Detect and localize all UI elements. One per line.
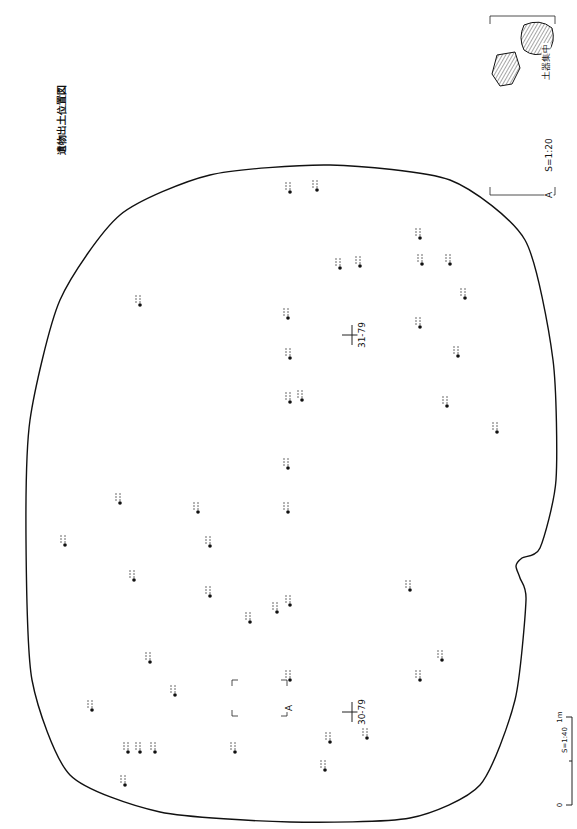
grid-label: 31-79 bbox=[358, 321, 367, 349]
find-spot bbox=[285, 349, 292, 360]
find-spot bbox=[115, 494, 122, 505]
find-spot bbox=[283, 309, 290, 320]
find-spot bbox=[285, 596, 292, 607]
find-spot bbox=[150, 743, 157, 754]
find-spot bbox=[120, 776, 127, 787]
section-bracket bbox=[232, 680, 287, 716]
find-spot bbox=[415, 318, 422, 329]
pit-outline bbox=[26, 165, 557, 822]
find-spot bbox=[193, 503, 200, 514]
scale-text: S=1:20 bbox=[545, 137, 554, 172]
find-spot bbox=[437, 651, 444, 662]
find-spot bbox=[205, 537, 212, 548]
find-spot bbox=[453, 347, 460, 358]
find-spot bbox=[272, 603, 279, 614]
find-spot bbox=[297, 391, 304, 402]
inset-title: 土器集中 bbox=[542, 43, 551, 81]
find-spot bbox=[312, 181, 319, 192]
find-spot bbox=[415, 229, 422, 240]
find-spot bbox=[129, 571, 136, 582]
section-bracket bbox=[490, 16, 555, 24]
section-mark: A bbox=[545, 191, 554, 199]
find-spot bbox=[285, 393, 292, 404]
find-spot bbox=[230, 743, 237, 754]
find-spot bbox=[320, 761, 327, 772]
pottery-sherd bbox=[492, 52, 520, 86]
find-spot bbox=[335, 259, 342, 270]
find-spot bbox=[442, 397, 449, 408]
find-spot bbox=[283, 503, 290, 514]
find-spot bbox=[362, 729, 369, 740]
section-mark: A bbox=[285, 704, 294, 712]
find-spot bbox=[325, 733, 332, 744]
map-title: 遺物出土位置図 bbox=[57, 84, 67, 156]
find-spot bbox=[460, 289, 467, 300]
grid-label: 30-79 bbox=[358, 698, 367, 726]
scale-text: 0 bbox=[557, 802, 564, 808]
find-spot bbox=[415, 671, 422, 682]
find-spot bbox=[87, 701, 94, 712]
find-spot bbox=[285, 671, 292, 682]
scale-text: 1m bbox=[557, 710, 564, 723]
find-spot bbox=[245, 613, 252, 624]
find-spot bbox=[135, 296, 142, 307]
scale-text: S=1:40 bbox=[562, 726, 569, 754]
find-spot bbox=[60, 536, 67, 547]
find-spot bbox=[355, 257, 362, 268]
find-spot bbox=[170, 686, 177, 697]
find-spot bbox=[145, 653, 152, 664]
find-spot bbox=[445, 255, 452, 266]
find-spot bbox=[405, 581, 412, 592]
find-spot bbox=[135, 743, 142, 754]
find-spot bbox=[417, 255, 424, 266]
find-spot bbox=[205, 587, 212, 598]
find-spot bbox=[123, 743, 130, 754]
find-spot bbox=[492, 423, 499, 434]
find-spot bbox=[283, 459, 290, 470]
find-spot bbox=[285, 183, 292, 194]
